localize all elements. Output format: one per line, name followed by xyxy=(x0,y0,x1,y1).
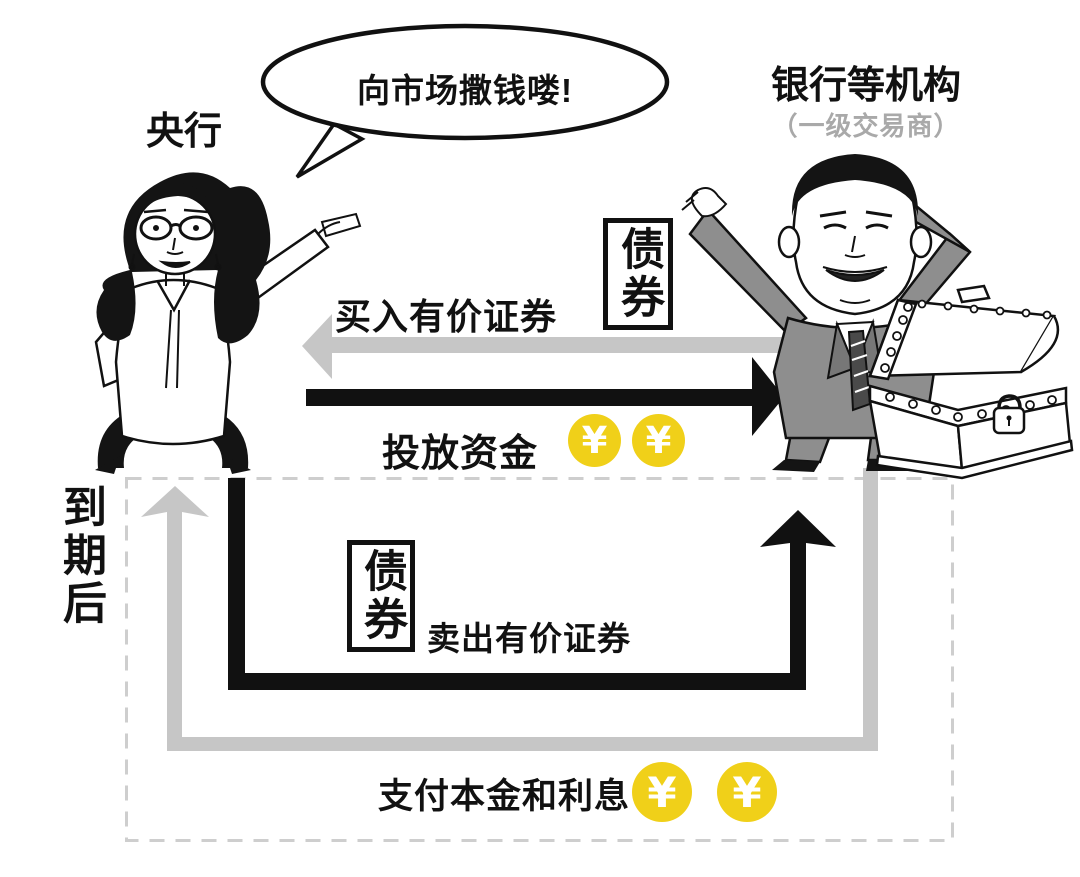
yuan-coin: ¥ xyxy=(632,414,685,467)
man-hand xyxy=(681,187,728,218)
speech-bubble-text: 向市场撒钱喽! xyxy=(357,72,573,109)
man-ears xyxy=(777,225,933,259)
maturity-dashed-box xyxy=(125,477,954,842)
central-bank-label: 央行 xyxy=(145,111,222,153)
chest-rivets xyxy=(880,299,1057,422)
yuan-coin: ¥ xyxy=(568,414,621,467)
man-extended-arm xyxy=(681,187,808,334)
chest-bottom-trim xyxy=(875,439,1074,480)
inject-funds-label: 投放资金 xyxy=(382,433,539,475)
banks-sublabel: （一级交易商） xyxy=(771,111,961,141)
repay-label: 支付本金和利息 xyxy=(378,777,631,816)
speech-bubble-body xyxy=(260,23,670,141)
papers-icon xyxy=(317,212,362,238)
buy-securities-label: 买入有价证券 xyxy=(335,296,558,337)
bond-tag-top: 债券 xyxy=(603,218,673,330)
woman-blouse xyxy=(114,278,232,446)
inject-funds-arrow xyxy=(306,357,784,436)
woman-glasses xyxy=(139,215,214,241)
man-features xyxy=(819,210,893,304)
yuan-coin: ¥ xyxy=(632,762,692,822)
treasure-chest xyxy=(868,284,1074,480)
woman-bangs xyxy=(135,182,215,222)
man-hair xyxy=(791,154,919,216)
maturity-label: 到期后 xyxy=(56,484,105,628)
woman-neck xyxy=(165,272,185,286)
yuan-coin: ¥ xyxy=(717,762,777,822)
chest-padlock xyxy=(992,394,1026,435)
chest-handle xyxy=(956,284,991,304)
banks-label: 银行等机构 xyxy=(770,65,961,107)
sell-securities-label: 卖出有价证券 xyxy=(427,620,631,657)
chest-lid-curl xyxy=(1020,315,1060,374)
speech-bubble xyxy=(260,23,670,179)
repay-arrow xyxy=(141,468,878,751)
speech-bubble-tail xyxy=(295,121,366,179)
bond-tag-bottom: 债券 xyxy=(347,540,415,652)
buy-securities-arrow xyxy=(302,314,800,379)
woman-features xyxy=(143,208,209,268)
woman-earrings xyxy=(128,253,222,271)
central-banker-figure xyxy=(94,172,362,474)
